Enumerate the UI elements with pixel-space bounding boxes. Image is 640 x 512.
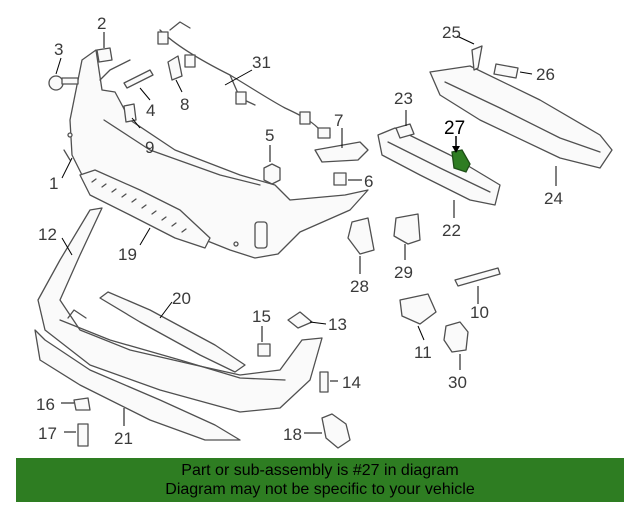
tow-cover-18: [321, 413, 351, 449]
callout-14: 14: [342, 373, 361, 392]
callout-24: 24: [544, 189, 563, 208]
callout-31: 31: [252, 53, 271, 72]
lower-bumper-cover: [37, 207, 323, 413]
callout-20: 20: [172, 289, 191, 308]
lower-trim: [34, 329, 241, 441]
callout-18: 18: [283, 425, 302, 444]
callout-21: 21: [114, 429, 133, 448]
bracket-11: [399, 293, 437, 325]
bracket-27-highlighted: [451, 149, 471, 173]
bolt-14: [319, 371, 329, 393]
callout-17: 17: [38, 424, 57, 443]
banner-line-1: Part or sub-assembly is #27 in diagram: [181, 462, 459, 479]
callout-2: 2: [97, 14, 106, 33]
nut-5: [263, 163, 281, 185]
callout-11: 11: [414, 343, 432, 362]
callout-labels: 3 2 4 9 8 31 5 7 6 1 12 19 20 15 13 14 1…: [36, 14, 563, 448]
step-pad: [79, 169, 211, 249]
clip-16: [73, 397, 91, 411]
clip-2: [96, 47, 113, 63]
clip-9: [123, 103, 137, 123]
clip-15: [257, 343, 271, 357]
info-banner: Part or sub-assembly is #27 in diagram D…: [16, 458, 624, 502]
clip-13: [287, 311, 313, 329]
callout-15: 15: [252, 307, 271, 326]
callout-5: 5: [265, 126, 274, 145]
callout-25: 25: [442, 23, 461, 42]
screw-4: [123, 69, 154, 89]
reinforcement-beam: [429, 65, 613, 169]
energy-absorber: [377, 127, 501, 206]
bracket-25: [471, 45, 483, 71]
callout-19: 19: [118, 245, 137, 264]
callout-27: 27: [444, 118, 465, 139]
callout-28: 28: [350, 277, 369, 296]
callout-29: 29: [394, 263, 413, 282]
bracket-7: [314, 141, 369, 163]
strip-10: [454, 267, 501, 287]
bolt-3: [48, 75, 64, 91]
bracket-26: [493, 63, 519, 79]
callout-23: 23: [394, 89, 413, 108]
bracket-28: [347, 217, 375, 255]
callout-1: 1: [49, 174, 58, 193]
bracket-23: [395, 123, 415, 139]
callout-6: 6: [364, 172, 373, 191]
clip-6: [333, 172, 347, 186]
callout-16: 16: [36, 395, 55, 414]
callout-22: 22: [442, 221, 461, 240]
callout-4: 4: [146, 101, 155, 120]
bolt-17: [77, 423, 89, 447]
sensor-30: [443, 321, 469, 353]
bracket-8: [167, 55, 183, 81]
callout-10: 10: [470, 303, 489, 322]
reflector-strip: [99, 291, 246, 373]
callout-7: 7: [334, 111, 343, 130]
callout-12: 12: [38, 225, 57, 244]
bracket-29: [393, 213, 421, 245]
callout-3: 3: [54, 40, 63, 59]
callout-26: 26: [536, 65, 555, 84]
callout-9: 9: [145, 138, 154, 157]
callout-13: 13: [328, 315, 347, 334]
parts-diagram: 3 2 4 9 8 31 5 7 6 1 12 19 20 15 13 14 1…: [34, 14, 613, 449]
leader-lines: [55, 32, 557, 434]
callout-8: 8: [180, 95, 189, 114]
callout-30: 30: [448, 373, 467, 392]
banner-line-2: Diagram may not be specific to your vehi…: [165, 481, 475, 498]
